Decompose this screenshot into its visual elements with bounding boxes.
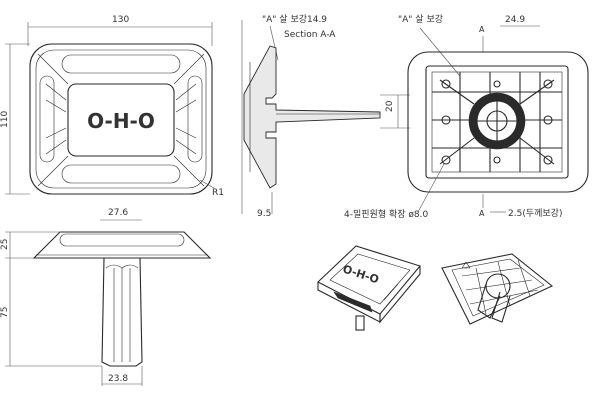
pin-hole	[543, 115, 553, 125]
iso-back-stem-side	[491, 291, 511, 323]
rib	[45, 83, 67, 101]
dim-23-8: 23.8	[108, 374, 128, 384]
rib	[175, 139, 197, 155]
back-a-label: "A" 살 보강	[398, 14, 443, 25]
iso-stem	[355, 315, 365, 331]
iso-back-rib	[475, 267, 487, 315]
iso-back-rib	[517, 259, 531, 297]
dim-2-5: 2.5(두께보강)	[508, 208, 562, 219]
leader-line	[269, 25, 279, 61]
stem-top-curve	[105, 264, 139, 269]
dim-r1: R1	[212, 188, 224, 198]
rib	[175, 99, 197, 113]
bevel-line	[37, 53, 69, 85]
pin-hole	[441, 155, 451, 165]
section-a-label: "A" 살 보강14.9	[262, 14, 327, 25]
pin-hole	[441, 115, 451, 125]
rib	[175, 83, 197, 101]
iso-back-frame	[451, 258, 545, 317]
iso-back-notch	[461, 261, 471, 269]
front-head-top	[59, 233, 185, 247]
inner-face	[67, 83, 175, 157]
dim-20: 20	[385, 100, 395, 112]
pin-hole	[543, 79, 553, 89]
iso-bottom-pad	[333, 291, 373, 313]
iso-view-bottom	[441, 253, 554, 325]
iso-rib	[383, 283, 399, 301]
rib	[45, 127, 67, 139]
bevel-line	[37, 155, 69, 187]
front-stem	[101, 257, 143, 367]
right-bump	[187, 75, 203, 163]
pin-hole	[493, 80, 501, 88]
section-marker-bottom: A	[479, 209, 485, 218]
iso-side-face-right	[379, 266, 421, 324]
iso-inner-face	[329, 253, 411, 305]
front-head	[32, 231, 212, 259]
leader-line	[417, 163, 445, 213]
iso-back-outer	[441, 253, 554, 325]
dim-9-5: 9.5	[257, 209, 271, 219]
back-outer	[407, 51, 589, 193]
top-view: 130 110 O-H-O R1	[0, 15, 224, 198]
dim-75: 75	[0, 307, 10, 318]
pin-hole	[441, 79, 451, 89]
iso-logo: O-H-O	[341, 262, 380, 286]
outer-body	[29, 43, 213, 195]
iso-view-top: O-H-O	[317, 245, 421, 331]
back-view: "A" 살 보강 24.9 A A	[344, 14, 589, 220]
back-frame	[425, 65, 569, 179]
rib	[45, 139, 67, 155]
section-marker-top: A	[479, 25, 485, 34]
front-view: 27.6 25 75 23.8	[0, 208, 212, 386]
section-title: Section A-A	[284, 30, 336, 40]
bevel-line	[173, 155, 205, 187]
iso-back-boss	[485, 273, 511, 299]
iso-back-rib	[461, 267, 521, 277]
leader-line	[199, 179, 215, 189]
back-inner-frame	[431, 71, 563, 173]
section-view: "A" 살 보강14.9 Section A-A 9.5 20	[241, 14, 410, 219]
section-profile	[243, 45, 381, 189]
pin-hole	[493, 156, 501, 164]
rib	[175, 127, 197, 139]
rib	[45, 99, 67, 113]
iso-back-rib	[465, 279, 533, 291]
outer-rim	[35, 49, 207, 189]
dim-110: 110	[0, 111, 10, 128]
left-bump	[39, 75, 55, 163]
pin-hole	[543, 155, 553, 165]
dim-130: 130	[112, 15, 129, 25]
bottom-pad	[61, 164, 181, 184]
bevel-line	[173, 53, 205, 85]
dim-27-6: 27.6	[108, 208, 128, 218]
pin-spec: 4-밀핀원형 확장 ø8.0	[344, 208, 428, 220]
top-pad	[61, 54, 181, 74]
logo-mark: O-H-O	[87, 109, 155, 133]
dim-24-9: 24.9	[505, 15, 525, 25]
iso-back-rib	[497, 261, 511, 307]
dim-25: 25	[0, 239, 10, 250]
